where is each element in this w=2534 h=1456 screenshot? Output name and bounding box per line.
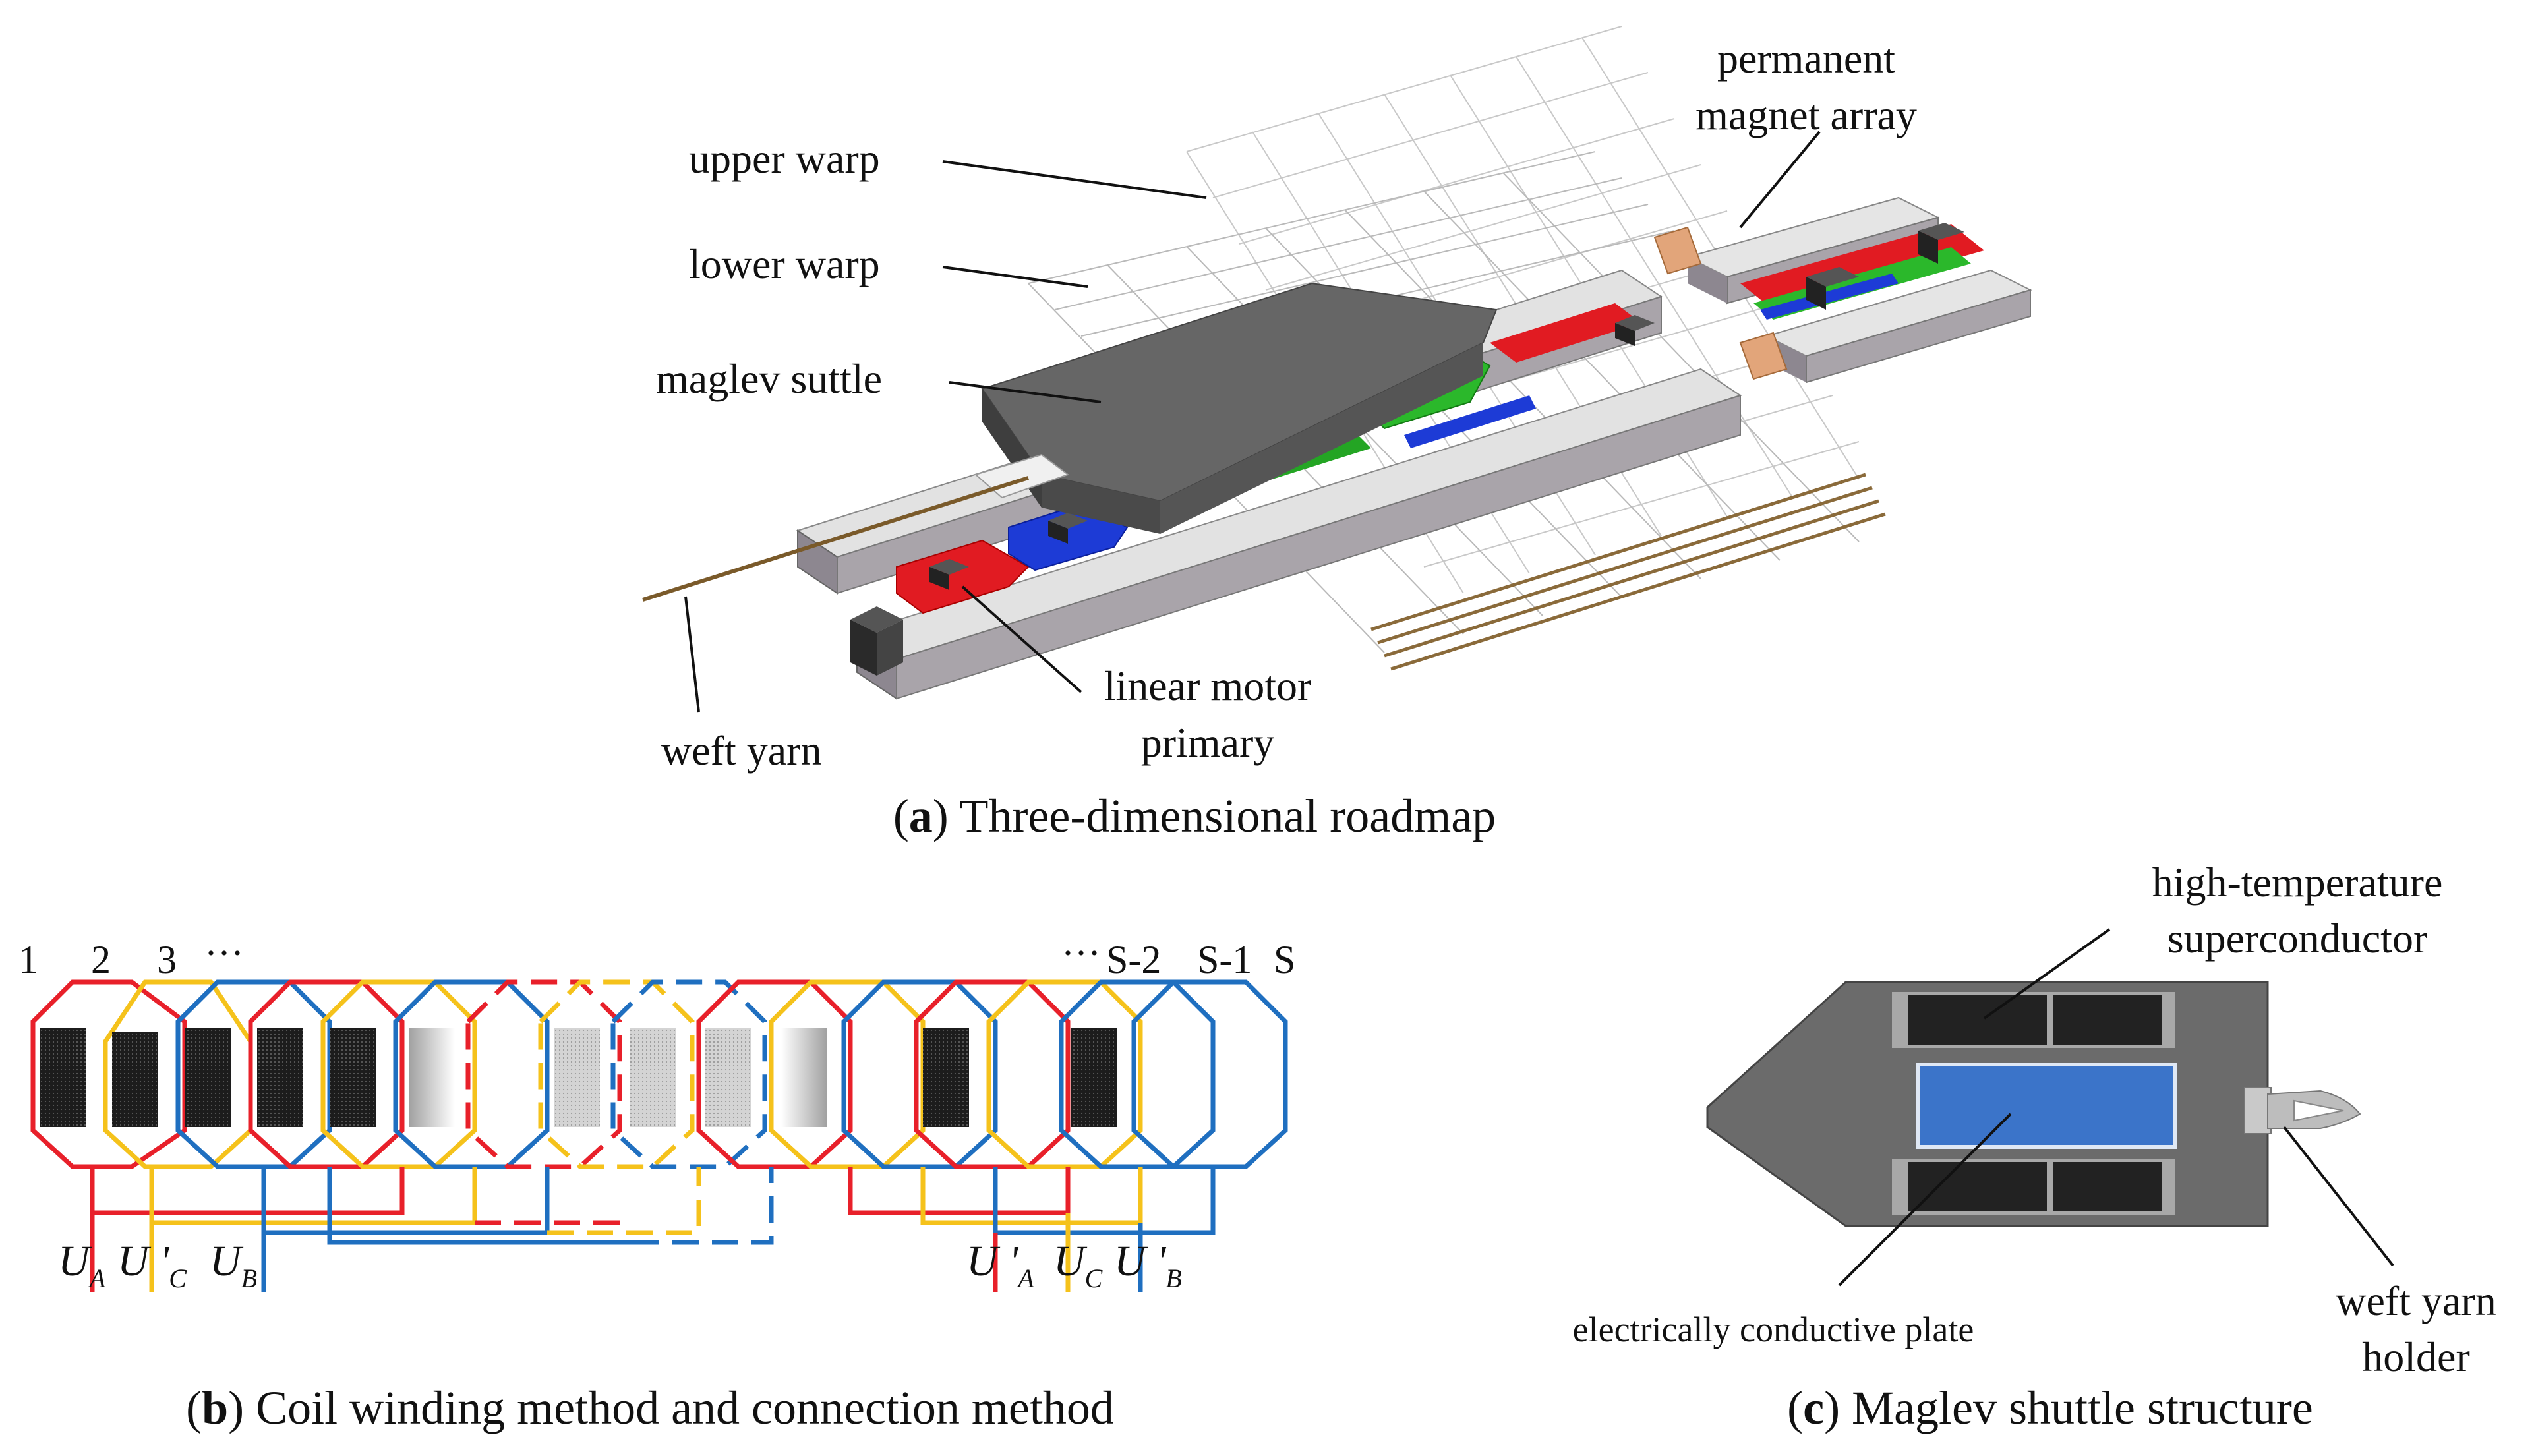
coil-phase-a [30,979,187,1169]
end-block [850,606,903,676]
coil-phase-b [841,979,998,1169]
coil-phase-b [393,979,550,1169]
panel-a-leaders [684,131,1821,713]
label-permanent-magnet-1: permanent [1717,35,1895,82]
hts-block-top [1892,992,2175,1048]
slot-active [330,1028,376,1127]
label-conductive-plate: electrically conductive plate [1573,1310,1974,1349]
terminal-uc-prime: U 'C [117,1237,187,1293]
weft-yarn-thread [642,476,1029,602]
slot-faded [554,1028,600,1127]
slot-faded [705,1028,751,1127]
panel-b-coil-winding: 1 2 3 ··· ··· S-2 S-1 S [18,931,1295,1434]
weft-yarn-holder [2244,1087,2361,1134]
hts-block-bottom [1892,1159,2175,1215]
slot-faded [630,1028,676,1127]
coil-phase-c [769,979,926,1169]
conductive-plate [1916,1063,2177,1149]
panel-a-roadmap: upper warp lower warp maglev suttle weft… [642,26,2032,842]
label-lower-warp: lower warp [689,241,880,287]
slot-active [185,1028,231,1127]
slot-faded [409,1028,455,1127]
label-linear-motor-1: linear motor [1104,662,1312,709]
coil-phase-b [1059,979,1216,1169]
slot-number-1: 1 [18,938,38,981]
slot-number-s-1: S-1 [1197,938,1252,981]
label-maglev-suttle: maglev suttle [656,355,882,402]
caption-b: (b) Coil winding method and connection m… [186,1382,1114,1434]
slot-ellipsis-right: ··· [1061,931,1101,975]
slot-number-3: 3 [157,938,177,981]
panel-c-shuttle-structure: high-temperature superconductor electric… [1573,859,2496,1434]
label-hts-1: high-temperature [2152,859,2443,906]
coil-phase-b [175,979,332,1169]
label-hts-2: superconductor [2167,915,2428,962]
slot-active [1071,1028,1117,1127]
slot-number-s: S [1274,938,1295,981]
slot-number-2: 2 [91,938,111,981]
coil-phase-c-omitted [538,979,695,1169]
connection-wiring [90,1167,1216,1292]
caption-a: (a) Three-dimensional roadmap [893,790,1496,842]
coil-phase-a [248,979,405,1169]
slot-faded [781,1028,827,1127]
label-permanent-magnet-2: magnet array [1695,92,1917,138]
label-upper-warp: upper warp [689,135,880,182]
coil-phase-c [320,979,477,1169]
panel-c-leaders [1838,928,2394,1287]
terminal-ua: UA [58,1237,106,1293]
guide-rail-front [855,368,1742,700]
coil-phase-b-end [1131,979,1288,1169]
coil-phase-a-omitted [465,979,622,1169]
terminal-uc: UC [1053,1237,1104,1293]
label-linear-motor-2: primary [1141,719,1275,766]
label-holder-1: weft yarn [2336,1277,2496,1324]
stator-slots [40,1028,1117,1127]
label-holder-2: holder [2362,1333,2470,1380]
slot-active [112,1032,158,1127]
coil-phase-b-omitted [610,979,767,1169]
coil-phase-a [696,979,853,1169]
slot-active [40,1028,86,1127]
woven-cloth [1370,473,1886,671]
terminal-ub-prime: U 'B [1114,1237,1182,1293]
coil-phase-c [986,979,1143,1169]
slot-active [923,1028,969,1127]
label-weft-yarn: weft yarn [661,727,821,774]
caption-c: (c) Maglev shuttle structure [1787,1382,2313,1434]
coil-phase-a [914,979,1071,1169]
terminal-ua-prime: U 'A [966,1237,1034,1293]
slot-number-s-2: S-2 [1106,938,1161,981]
coil-hexagons [30,979,1288,1169]
terminal-ub: UB [210,1237,257,1293]
slot-active [257,1028,303,1127]
permanent-magnet-array [1653,196,2032,384]
slot-ellipsis-left: ··· [204,931,244,975]
